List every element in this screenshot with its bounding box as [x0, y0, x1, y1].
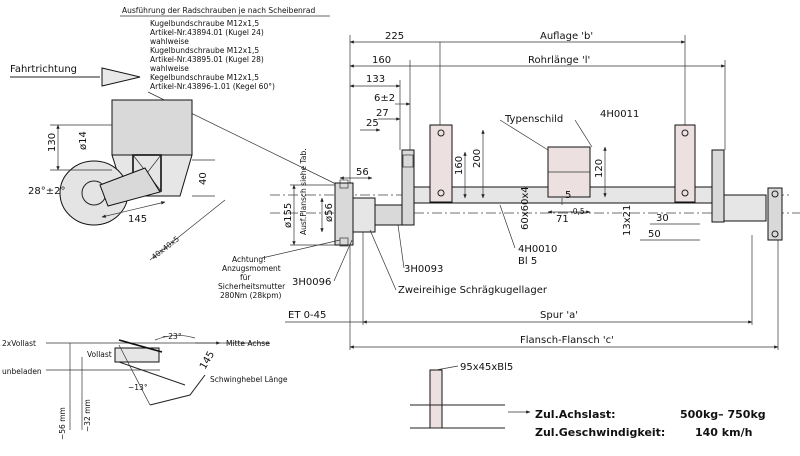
spec-value: 140 km/h [695, 426, 752, 439]
dim-rohrlaenge: Rohrlänge 'l' [528, 55, 590, 66]
swing-arm-diagram: 2xVollast Vollast unbeladen ~23° Mitte A… [2, 332, 288, 440]
notes-line: Kugelbundschraube M12x1,5 [150, 46, 259, 55]
dim-flansch: Flansch-Flansch 'c' [520, 335, 614, 346]
dim-et: ET 0-45 [288, 310, 326, 321]
notes-line: Kugelbundschraube M12x1,5 [150, 19, 259, 28]
swing-2xvollast: 2xVollast [2, 339, 36, 348]
bracket-left [429, 124, 453, 203]
notes-line: Artikel-Nr.43896-1.01 (Kegel 60°) [150, 82, 275, 91]
spec-label: Zul.Geschwindigkeit: [535, 426, 665, 439]
axle-front-view: 160 200 120 Typenschild 4H0011 60x60x4 5… [218, 109, 800, 350]
dim-50: 50 [648, 229, 661, 240]
notes-header: Ausführung der Radschrauben je nach Sche… [122, 6, 315, 15]
spec-table: Zul.Achslast: 500kg– 750kg Zul.Geschwind… [535, 408, 766, 439]
dimension-chain: 225 Auflage 'b' 160 Rohrlänge 'l' 133 6±… [349, 31, 726, 190]
dim-60x60x4: 60x60x4 [520, 186, 531, 230]
swing-laenge: Schwinghebel Länge [210, 375, 288, 384]
swing-unbeladen: unbeladen [2, 367, 42, 376]
notes-line: Artikel-Nr.43895.01 (Kugel 28) [150, 55, 264, 64]
direction-arrow-icon [101, 67, 141, 87]
swing-vollast: Vollast [87, 350, 112, 359]
dim-130: 130 [47, 133, 58, 152]
swing-145: 145 [198, 349, 217, 371]
flange-left [334, 182, 354, 246]
torque-note: Achtung! Anzugsmoment für Sicherheitsmut… [218, 239, 341, 300]
bracket-detail: 95x45xBl5 [410, 362, 531, 429]
label-3h0096: 3H0096 [292, 277, 331, 288]
label-typenschild: Typenschild [504, 114, 563, 125]
svg-text:Sicherheitsmutter: Sicherheitsmutter [218, 282, 286, 291]
dim-ausflansch: Ausf.Flansch siehe Tab. [299, 148, 308, 235]
dim-auflage: Auflage 'b' [540, 31, 593, 42]
wheel-bolt-notes: Ausführung der Radschrauben je nach Sche… [120, 6, 341, 187]
dim-145-side: 145 [128, 214, 147, 225]
svg-text:für: für [240, 273, 251, 282]
bracket-right [674, 124, 696, 203]
dim-30: 30 [656, 213, 669, 224]
dim-spur: Spur 'a' [540, 310, 578, 321]
dim-6: 6±2 [374, 93, 395, 104]
travel-direction: Fahrtrichtung [10, 64, 141, 87]
dim-71: 71 [556, 214, 569, 225]
notes-line: Kegelbundschraube M12x1,5 [150, 73, 259, 82]
spec-value: 500kg– 750kg [680, 408, 766, 421]
spec-label: Zul.Achslast: [535, 408, 616, 421]
dim-d14: ø14 [78, 131, 89, 150]
label-lager: Zweireihige Schrägkugellager [398, 285, 548, 296]
dim-160: 160 [372, 55, 391, 66]
label-4h0011: 4H0011 [600, 109, 639, 120]
notes-line: wahlweise [150, 64, 189, 73]
dim-27: 27 [376, 108, 389, 119]
flange-right [767, 187, 783, 241]
swing-angle-23: ~23° [162, 332, 182, 341]
svg-text:Anzugsmoment: Anzugsmoment [222, 264, 281, 273]
svg-text:Achtung!: Achtung! [232, 255, 266, 264]
swing-angle-13: ~13° [128, 383, 148, 392]
dim-71-tol: -0,5 [570, 207, 585, 216]
notes-line: Artikel-Nr.43894.01 (Kugel 24) [150, 28, 264, 37]
dim-28deg: 28°±2° [28, 186, 65, 197]
dim-40x40x5: 40x40x5 [150, 234, 182, 261]
side-view: 130 ø14 28°±2° 145 40 40x40x5 [28, 99, 226, 262]
swing-arm-left [401, 149, 415, 226]
dim-160-vert: 160 [454, 156, 465, 175]
dim-200: 200 [472, 149, 483, 168]
dim-13x21: 13x21 [622, 205, 633, 236]
swing-arm-right [711, 149, 725, 223]
label-4h0010: 4H0010 [518, 244, 557, 255]
svg-text:280Nm (28kpm): 280Nm (28kpm) [220, 291, 281, 300]
swing-32mm: ~32 mm [83, 399, 92, 432]
dim-d155: ø155 [283, 203, 294, 228]
dim-225: 225 [385, 31, 404, 42]
dim-40: 40 [198, 172, 209, 185]
direction-label: Fahrtrichtung [10, 64, 77, 75]
bracket-label: 95x45xBl5 [460, 362, 513, 373]
label-bl5: Bl 5 [518, 256, 537, 267]
dim-56: 56 [356, 167, 369, 178]
dim-120: 120 [594, 159, 605, 178]
notes-line: wahlweise [150, 37, 189, 46]
label-3h0093: 3H0093 [404, 264, 443, 275]
dim-d56: ø56 [324, 203, 335, 222]
swing-mitte: Mitte Achse [226, 339, 270, 348]
swing-56mm: ~56 mm [58, 407, 67, 440]
dim-25: 25 [366, 118, 379, 129]
dim-5: 5 [565, 190, 571, 201]
dim-133: 133 [366, 74, 385, 85]
